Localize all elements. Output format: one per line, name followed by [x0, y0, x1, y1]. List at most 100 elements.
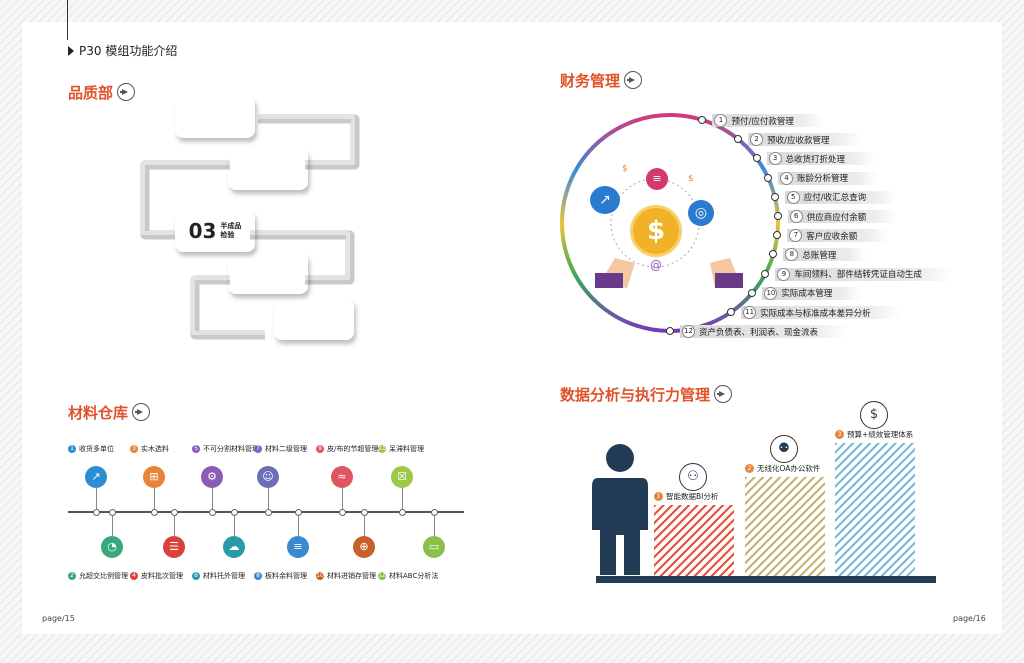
- finance-item-label: 总账管理: [802, 250, 837, 261]
- finance-ring-dot: [763, 173, 772, 182]
- warehouse-connector: [112, 514, 113, 536]
- warehouse-dot: [93, 509, 100, 516]
- finance-item-label: 实际成本与标准成本差异分析: [760, 308, 871, 319]
- warehouse-label-text: 材料二级管理: [265, 445, 307, 453]
- cloud-icon: ☁: [223, 536, 245, 558]
- warehouse-label-text: 不可分割材料管理: [203, 445, 259, 453]
- warehouse-connector: [234, 514, 235, 536]
- warehouse-dot: [171, 509, 178, 516]
- finance-item-label: 账龄分析管理: [796, 174, 848, 185]
- warehouse-num: 8: [254, 572, 262, 580]
- finance-item-label: 车间领料、部件结转凭证自动生成: [794, 270, 922, 281]
- target-icon: ◎: [688, 200, 714, 226]
- arrow-right-icon: [132, 403, 151, 421]
- warehouse-num: 10: [316, 572, 324, 580]
- warehouse-label-text: 收货多单位: [79, 445, 114, 453]
- warehouse-connector: [402, 488, 403, 509]
- finance-item-label: 预收/应收款管理: [767, 135, 830, 146]
- monitor-icon: ▭: [423, 536, 445, 558]
- finance-item-num: 12: [682, 325, 695, 339]
- triangle-icon: [68, 46, 74, 56]
- finance-item: 12 资产负债表、利润表、现金流表: [680, 325, 849, 339]
- globe-icon: ⊕: [353, 536, 375, 558]
- finance-ring-dot: [698, 116, 707, 124]
- quality-step-5-num: 05: [284, 307, 312, 331]
- quality-step-2-num: 02: [241, 157, 270, 181]
- warehouse-connector: [174, 514, 175, 536]
- chat-icon: ≡: [646, 168, 668, 190]
- warehouse-label-text: 板料余料管理: [265, 572, 307, 580]
- gear-icon: ⚙: [201, 466, 223, 488]
- warehouse-num: 6: [192, 572, 200, 580]
- finance-ring-dot: [773, 212, 782, 220]
- quality-step-5-line2: 分析: [315, 319, 330, 327]
- warehouse-connector: [268, 488, 269, 509]
- finance-ring-dot: [666, 327, 674, 336]
- finance-item-num: 8: [785, 248, 799, 262]
- analysis-bar-text: 无线化OA办公软件: [757, 464, 821, 473]
- person-figure: [592, 444, 648, 575]
- finance-ring-dot: [761, 269, 770, 278]
- header-title-text: P30 模组功能介绍: [79, 44, 178, 58]
- analysis-bar-num: 2: [745, 464, 754, 473]
- finance-ring-dot: [770, 192, 779, 201]
- at-icon: @: [650, 258, 662, 272]
- finance-ring-dot: [727, 308, 736, 316]
- layers-icon: ≡: [287, 536, 309, 558]
- finance-item-label: 资产负债表、利润表、现金流表: [699, 327, 819, 338]
- finance-item-num: 5: [786, 190, 800, 204]
- warehouse-num: 5: [192, 445, 200, 453]
- warehouse-label-text: 呆滞料管理: [389, 445, 424, 453]
- warehouse-num: 1: [68, 445, 76, 453]
- analysis-bar: [654, 505, 734, 576]
- warehouse-label-text: 材料托外管理: [203, 572, 245, 580]
- finance-item-label: 总收货打折处理: [785, 154, 846, 165]
- finance-item-num: 1: [714, 114, 728, 127]
- quality-step-1-num: 01: [185, 105, 213, 129]
- analysis-bar: [835, 443, 915, 576]
- cart-icon: ⊞: [143, 466, 165, 488]
- finance-item-num: 6: [789, 210, 803, 223]
- finance-ring-dot: [748, 288, 757, 297]
- spine-line: [67, 0, 68, 40]
- warehouse-connector: [342, 488, 343, 509]
- box-x-icon: ☒: [391, 466, 413, 488]
- finance-item-num: 10: [764, 286, 778, 300]
- warehouse-dot: [265, 509, 272, 516]
- warehouse-label-text: 皮料批次管理: [141, 572, 183, 580]
- warehouse-connector: [298, 514, 299, 536]
- finance-ring-dot: [752, 154, 761, 163]
- quality-title: 品质部: [68, 82, 136, 103]
- quality-step-2-line1: 原材料: [273, 160, 295, 168]
- warehouse-dot: [151, 509, 158, 516]
- page-number-left: page/15: [42, 614, 75, 623]
- warehouse-label-text: 允超交比例管理: [79, 572, 128, 580]
- warehouse-dot: [339, 509, 346, 516]
- analysis-title-text: 数据分析与执行力管理: [560, 386, 711, 404]
- small-dollar-icon-2: $: [688, 174, 694, 184]
- small-dollar-icon: $: [622, 164, 628, 174]
- quality-step-4-num: 04: [245, 261, 273, 285]
- quality-step-4-line2: 检验: [276, 273, 291, 281]
- pie-icon: ◔: [101, 536, 123, 558]
- finance-item-num: 3: [768, 152, 782, 166]
- finance-item-num: 2: [750, 133, 764, 147]
- list-icon: ☰: [163, 536, 185, 558]
- finance-item-num: 9: [777, 267, 791, 281]
- header-title: P30 模组功能介绍: [68, 42, 177, 59]
- warehouse-num: 9: [316, 445, 324, 453]
- chart-icon: ↗: [590, 186, 620, 214]
- warehouse-dot: [109, 509, 116, 516]
- warehouse-label-text: 材料进销存管理: [327, 572, 376, 580]
